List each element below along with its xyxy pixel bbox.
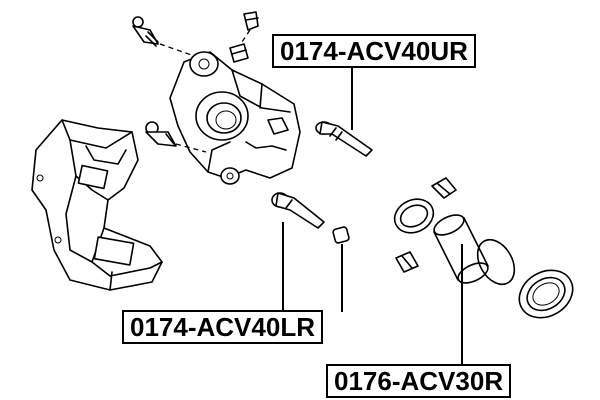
- lower-guide-pin: [271, 192, 325, 229]
- caliper-bracket: [31, 119, 163, 291]
- part-number-label-upper-pin: 0174-ACV40UR: [272, 34, 476, 68]
- piston-dust-boot: [393, 198, 435, 234]
- caliper-bolt-top: [132, 16, 201, 59]
- part-number-label-lower-pin: 0174-ACV40LR: [122, 310, 323, 344]
- pin-boot-upper: [431, 177, 457, 199]
- outer-dust-boot: [518, 269, 574, 319]
- caliper-body: [169, 51, 301, 185]
- pin-boot-lower: [395, 251, 419, 273]
- upper-guide-pin: [315, 121, 373, 157]
- piston-seal: [476, 238, 516, 286]
- caliper-bolt-middle: [145, 121, 207, 153]
- guide-pin-bushing: [332, 226, 350, 244]
- bleeder-screw: [229, 11, 259, 63]
- part-number-label-piston-kit: 0176-ACV30R: [326, 364, 512, 398]
